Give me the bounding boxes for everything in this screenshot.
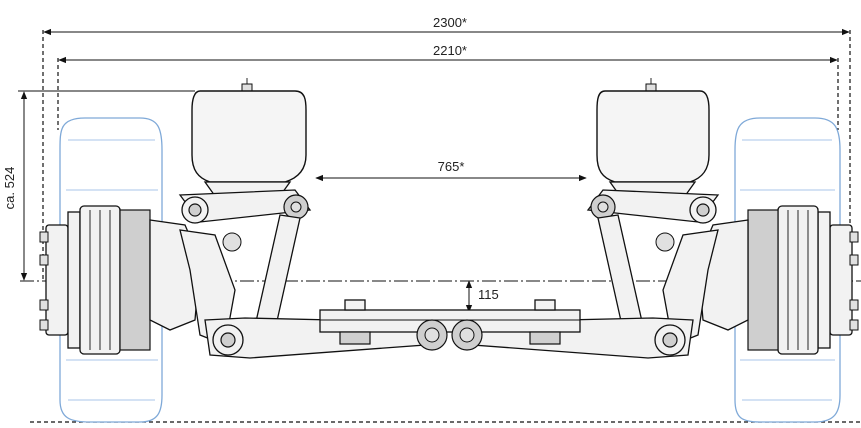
left-air-spring <box>191 78 307 205</box>
right-shock-absorber <box>597 214 644 331</box>
right-wheel-hub <box>747 205 859 355</box>
right-knuckle <box>655 219 749 346</box>
left-upper-control-arm <box>178 189 312 224</box>
overall-width-label: 2300* <box>433 15 467 30</box>
height-label: ca. 524 <box>2 167 17 210</box>
air-spring-spacing-label: 765* <box>438 159 465 174</box>
track-width-label: 2210* <box>433 43 467 58</box>
cross-member <box>319 299 581 345</box>
right-air-spring <box>596 78 710 205</box>
left-wheel-hub <box>39 205 151 355</box>
center-bushings <box>416 319 483 351</box>
ground-clearance-label: 115 <box>478 287 499 302</box>
left-knuckle <box>149 219 242 346</box>
left-shock-absorber <box>254 214 301 331</box>
right-upper-control-arm <box>586 189 720 224</box>
